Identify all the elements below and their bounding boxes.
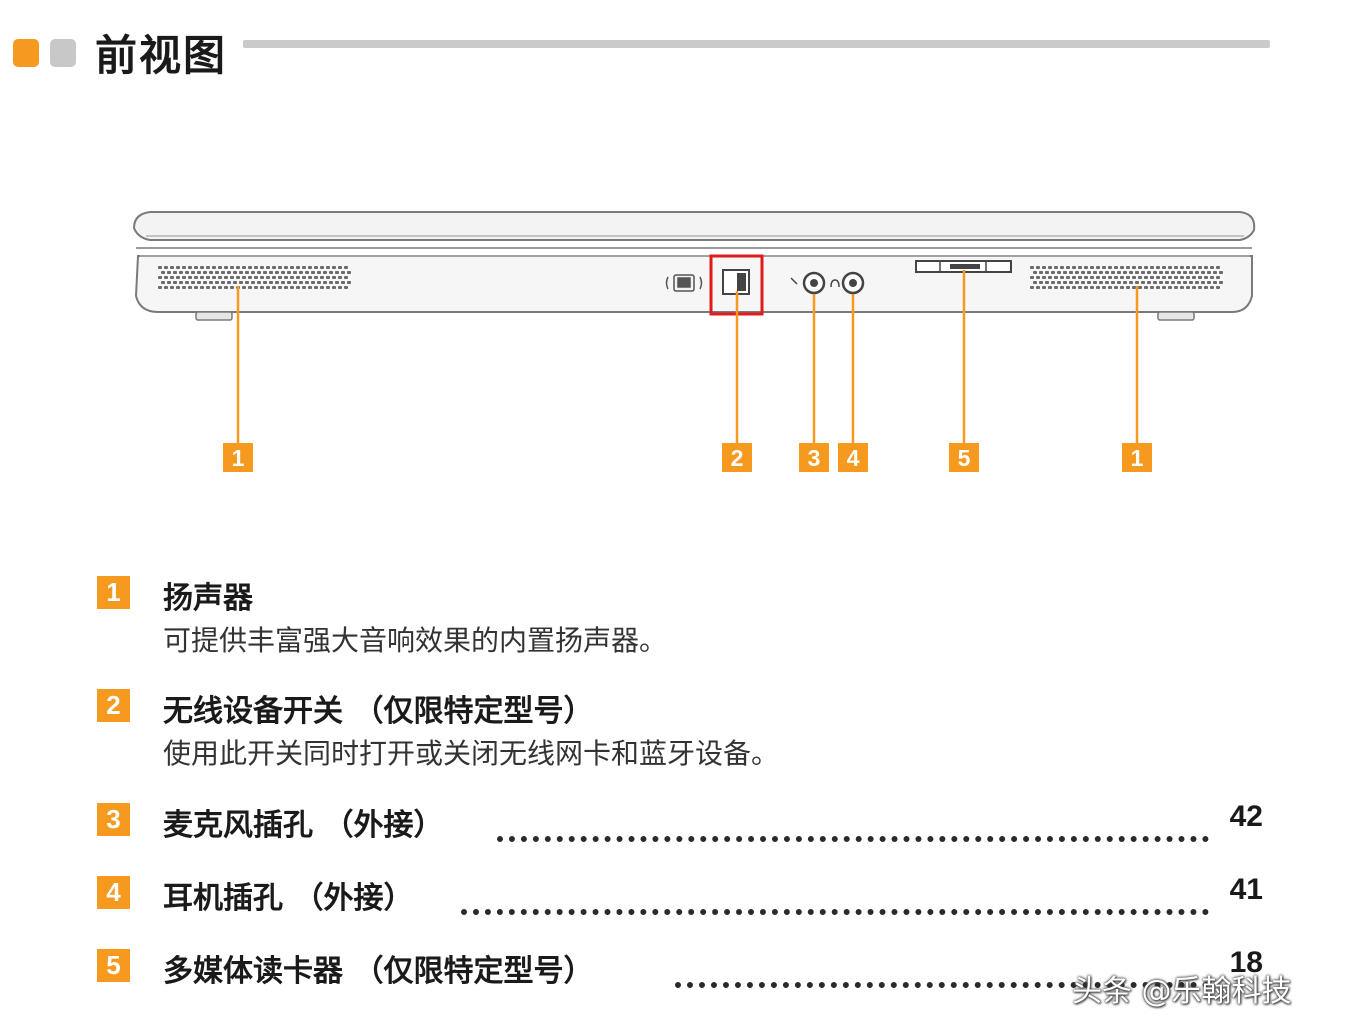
leader-dots <box>675 956 1209 988</box>
page-number: 42 <box>1229 800 1263 833</box>
item-number-badge: 4 <box>97 876 130 909</box>
page-number: 18 <box>1229 946 1263 979</box>
wireless-icon <box>665 274 703 292</box>
item-title: 扬声器 <box>163 581 253 616</box>
leader-dots <box>461 883 1209 915</box>
callout-number: 2 <box>731 445 744 471</box>
title-rule <box>243 40 1270 48</box>
callout-badge <box>722 443 752 472</box>
wireless-switch <box>722 269 750 295</box>
item-number-badge: 1 <box>97 576 130 609</box>
headphone-jack <box>830 271 865 295</box>
legend-item-speaker: 1 扬声器 可提供丰富强大音响效果的内置扬声器。 <box>95 573 1275 657</box>
item-number-badge: 3 <box>97 803 130 836</box>
page-title: 前视图 <box>95 31 228 80</box>
page-number: 41 <box>1229 873 1263 906</box>
laptop-foot-left <box>195 311 233 321</box>
item-number-badge: 5 <box>97 949 130 982</box>
legend-item-headphone-jack: 4 耳机插孔 （外接） 41 <box>95 873 1275 917</box>
leader-dots <box>497 810 1209 842</box>
item-title: 麦克风插孔 （外接） <box>163 808 444 843</box>
laptop-foot-right <box>1157 311 1195 321</box>
callout-badge <box>1122 443 1152 472</box>
legend-item-card-reader: 5 多媒体读卡器 （仅限特定型号） 18 <box>95 946 1275 990</box>
item-title: 多媒体读卡器 （仅限特定型号） <box>163 954 594 989</box>
item-description: 可提供丰富强大音响效果的内置扬声器。 <box>163 624 668 657</box>
callout-number: 5 <box>958 445 971 471</box>
callout-badge <box>223 443 253 472</box>
callout-badge <box>838 443 868 472</box>
speaker-grille-left <box>158 266 351 289</box>
item-title: 无线设备开关 （仅限特定型号） <box>163 694 594 729</box>
microphone-jack <box>790 271 826 295</box>
speaker-grille-right <box>1030 266 1223 289</box>
item-number-badge: 2 <box>97 689 130 722</box>
laptop-lid <box>132 211 1256 241</box>
item-title: 耳机插孔 （外接） <box>163 881 414 916</box>
callout-badge <box>799 443 829 472</box>
legend-item-microphone-jack: 3 麦克风插孔 （外接） 42 <box>95 800 1275 844</box>
callout-number: 3 <box>808 445 821 471</box>
header-gray-square <box>50 39 76 67</box>
callout-number: 1 <box>232 445 245 471</box>
leader-lines <box>236 270 1139 443</box>
watermark: 头条 @乐翰科技 <box>1072 974 1292 1009</box>
item-description: 使用此开关同时打开或关闭无线网卡和蓝牙设备。 <box>163 737 780 770</box>
callout-number: 1 <box>1131 445 1144 471</box>
callout-badge <box>949 443 979 472</box>
header-orange-square <box>13 39 39 67</box>
legend-item-wireless-switch: 2 无线设备开关 （仅限特定型号） 使用此开关同时打开或关闭无线网卡和蓝牙设备。 <box>95 686 1275 770</box>
callout-number: 4 <box>847 445 860 471</box>
